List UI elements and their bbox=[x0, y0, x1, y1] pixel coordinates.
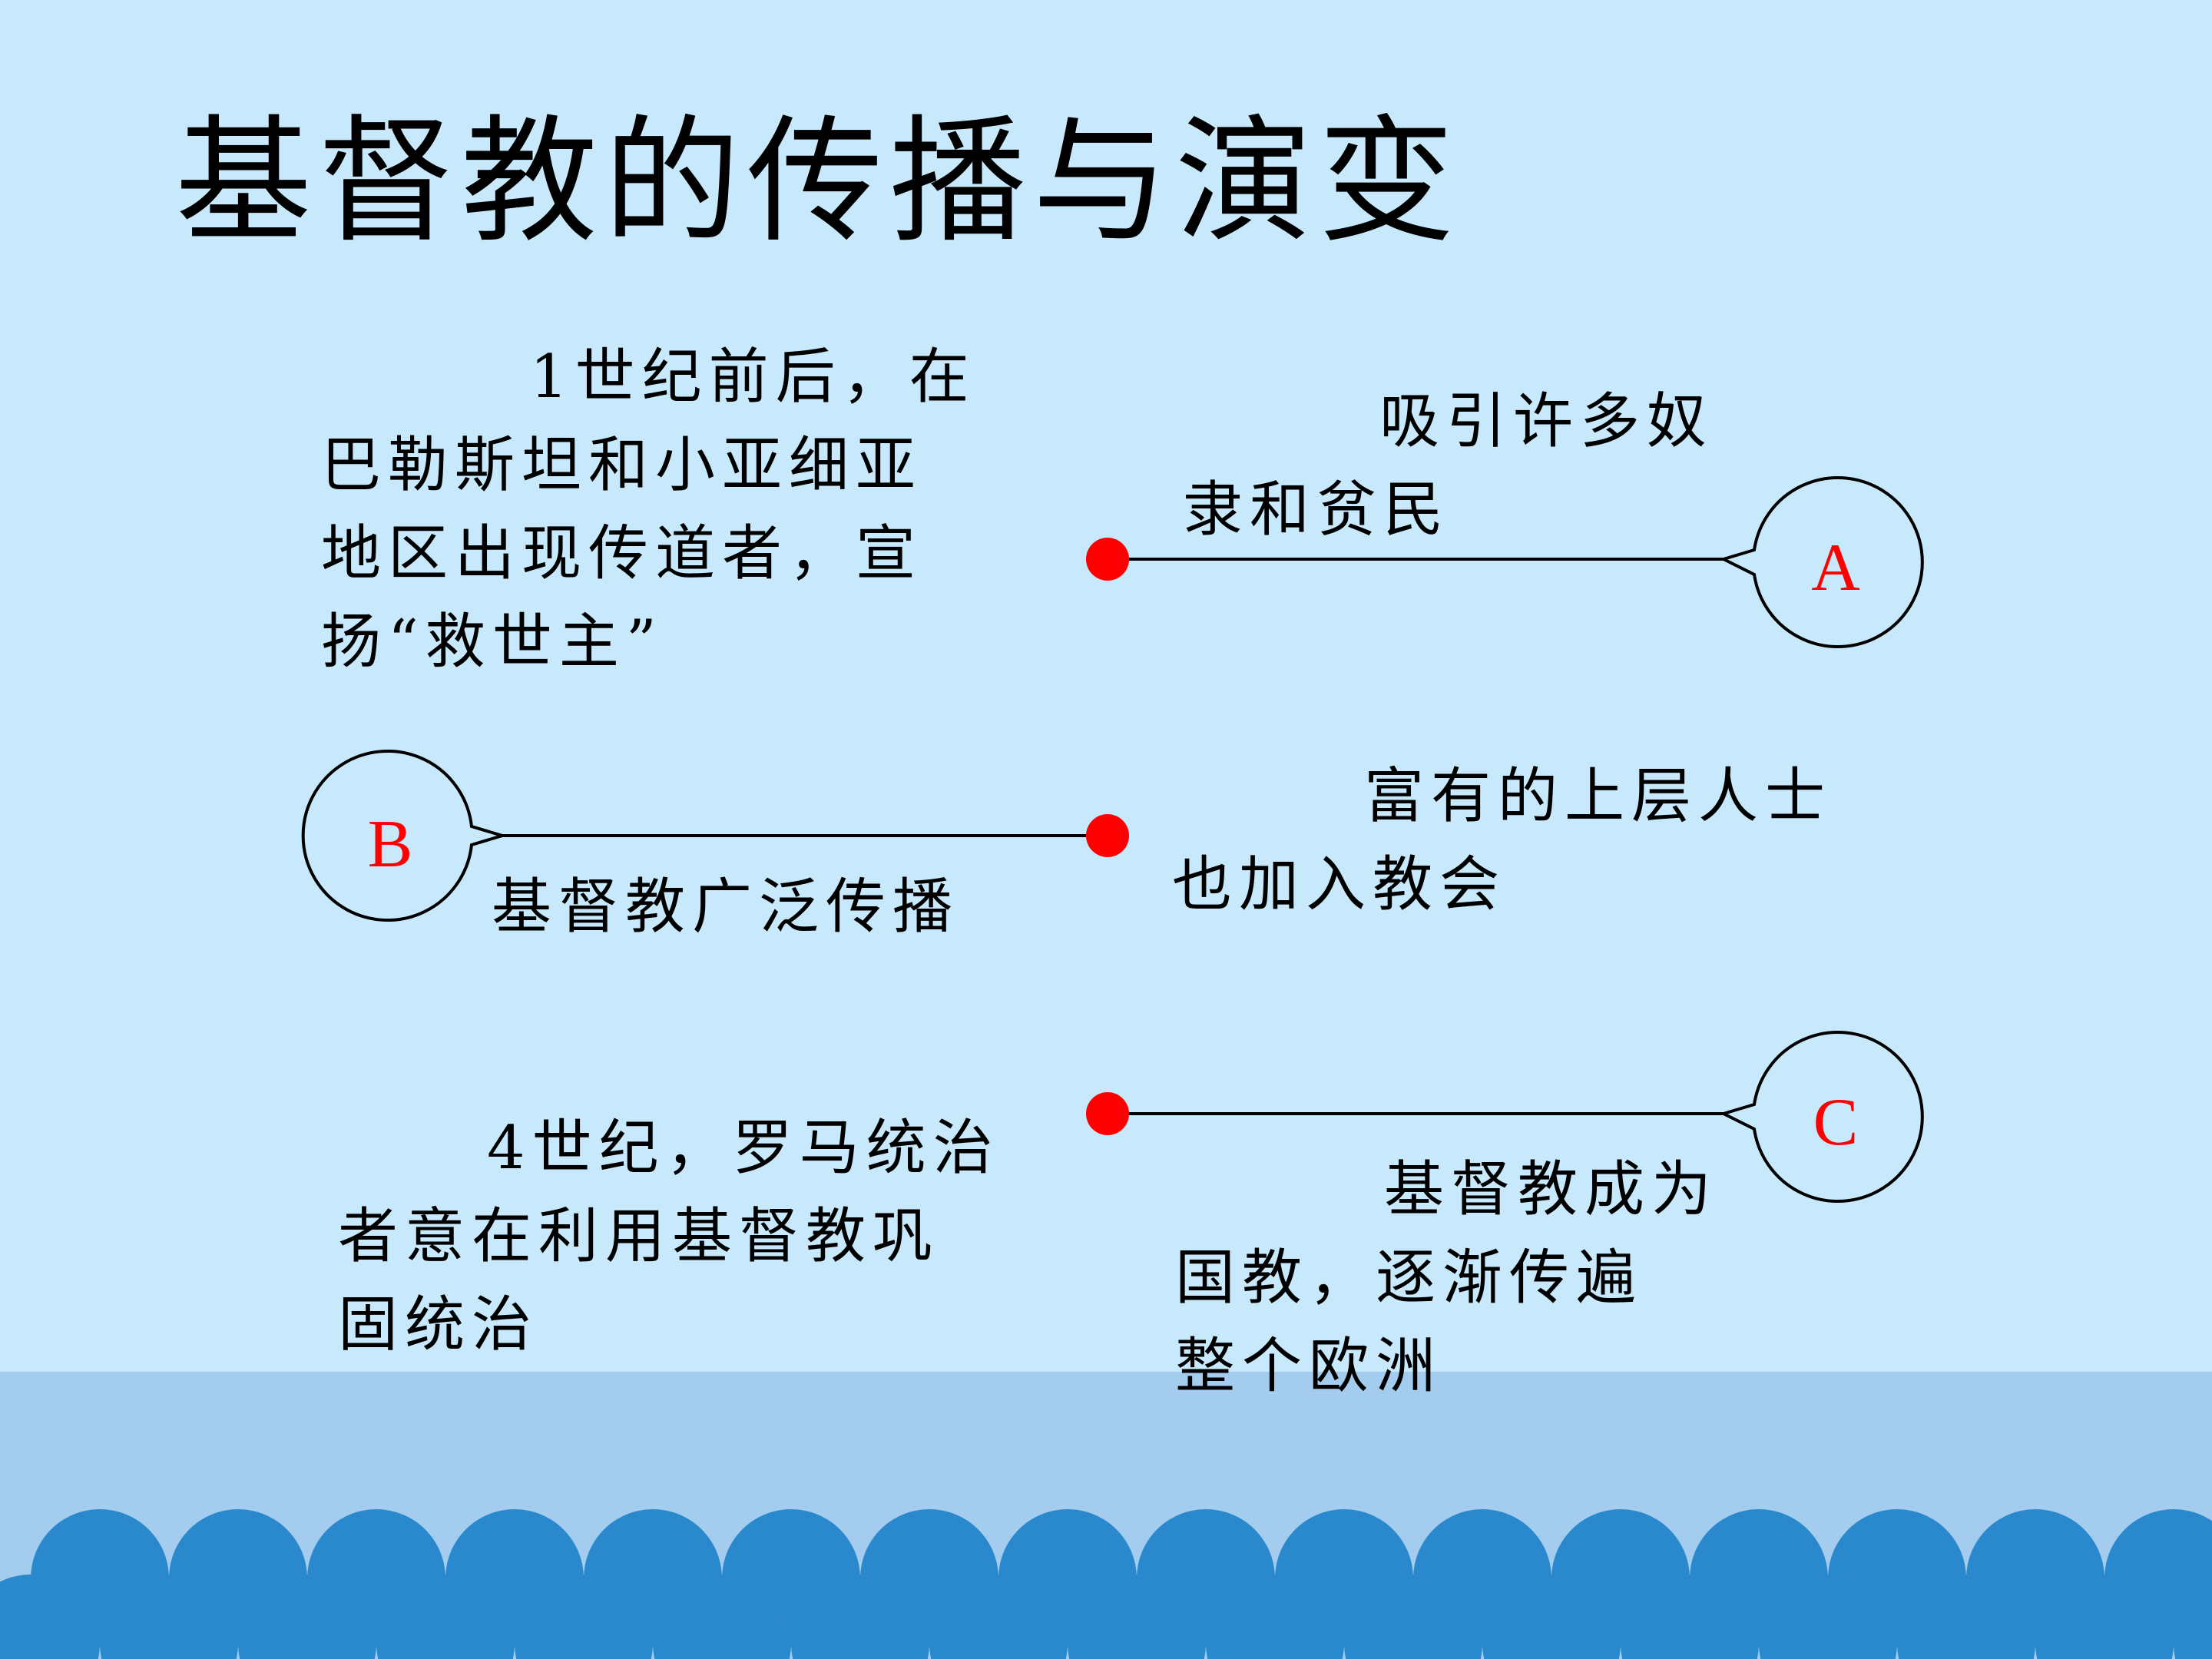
callout-label-b: B bbox=[368, 807, 413, 882]
timeline-dot-a bbox=[1086, 538, 1129, 581]
wave-row-bottom bbox=[0, 1575, 2212, 1659]
event-a-description-line-2: 巴勒斯坦和小亚细亚 bbox=[321, 431, 923, 500]
event-b-result-line-2: 也加入教会 bbox=[1172, 850, 1507, 919]
event-c-result-line-1: 基督教成为 bbox=[1384, 1155, 1719, 1224]
wave-scallop bbox=[515, 1575, 653, 1659]
slide-title: 基督教的传播与演变 bbox=[175, 102, 1461, 261]
event-b-result: 富有的上层人士 也加入教会 bbox=[1172, 753, 1832, 929]
wave-scallop bbox=[653, 1575, 791, 1659]
event-a-result-line-1: 吸引许多奴 bbox=[1379, 387, 1714, 456]
wave-scallop bbox=[1897, 1575, 2035, 1659]
wave-scallop bbox=[929, 1575, 1068, 1659]
callout-label-a: A bbox=[1811, 531, 1860, 605]
event-a-description-line-3: 地区出现传道者，宣 bbox=[321, 519, 923, 588]
wave-scallop bbox=[1482, 1575, 1621, 1659]
wave-scallop bbox=[791, 1575, 929, 1659]
event-c-description-line-3: 固统治 bbox=[338, 1290, 539, 1359]
event-a-description: 1世纪前后，在 巴勒斯坦和小亚细亚 地区出现传道者，宣 扬“救世主” bbox=[321, 333, 976, 687]
event-c-description-line-1: 4世纪，罗马统治 bbox=[487, 1114, 1000, 1183]
event-c-description: 4世纪，罗马统治 者意在利用基督教巩 固统治 bbox=[338, 1104, 1000, 1369]
callout-circle-c bbox=[1719, 1031, 1924, 1203]
wave-decoration bbox=[0, 1509, 2212, 1659]
wave-scallop bbox=[238, 1575, 376, 1659]
callout-circle-b bbox=[301, 750, 508, 922]
wave-scallop bbox=[1206, 1575, 1344, 1659]
event-c-description-line-2: 者意在利用基督教巩 bbox=[338, 1202, 940, 1271]
wave-scallop bbox=[376, 1575, 515, 1659]
callout-circle-a bbox=[1719, 476, 1924, 648]
wave-scallop bbox=[1759, 1575, 1897, 1659]
timeline-dot-b bbox=[1086, 814, 1129, 857]
event-b-description-line-1: 基督教广泛传播 bbox=[492, 873, 960, 942]
callout-label-c: C bbox=[1813, 1085, 1859, 1160]
wave-scallop bbox=[1344, 1575, 1482, 1659]
event-a-description-line-4: 扬“救世主” bbox=[321, 608, 664, 677]
timeline-dot-c bbox=[1086, 1092, 1129, 1135]
event-c-result: 基督教成为 国教，逐渐传遍 整个欧洲 bbox=[1175, 1146, 1718, 1411]
event-a-result: 吸引许多奴 隶和贫民 bbox=[1183, 378, 1714, 555]
event-b-description: 基督教广泛传播 bbox=[492, 863, 959, 952]
event-b-result-line-1: 富有的上层人士 bbox=[1364, 762, 1833, 831]
event-a-result-line-2: 隶和贫民 bbox=[1183, 475, 1451, 545]
event-a-description-line-1: 1世纪前后，在 bbox=[530, 343, 976, 412]
wave-scallop bbox=[2035, 1575, 2174, 1659]
event-c-result-line-3: 整个欧洲 bbox=[1175, 1332, 1443, 1401]
wave-scallop bbox=[1068, 1575, 1206, 1659]
event-c-result-line-2: 国教，逐渐传遍 bbox=[1175, 1243, 1644, 1313]
wave-scallop bbox=[100, 1575, 238, 1659]
wave-scallop bbox=[2174, 1581, 2212, 1659]
wave-scallop bbox=[0, 1575, 100, 1659]
wave-scallop bbox=[1621, 1575, 1759, 1659]
